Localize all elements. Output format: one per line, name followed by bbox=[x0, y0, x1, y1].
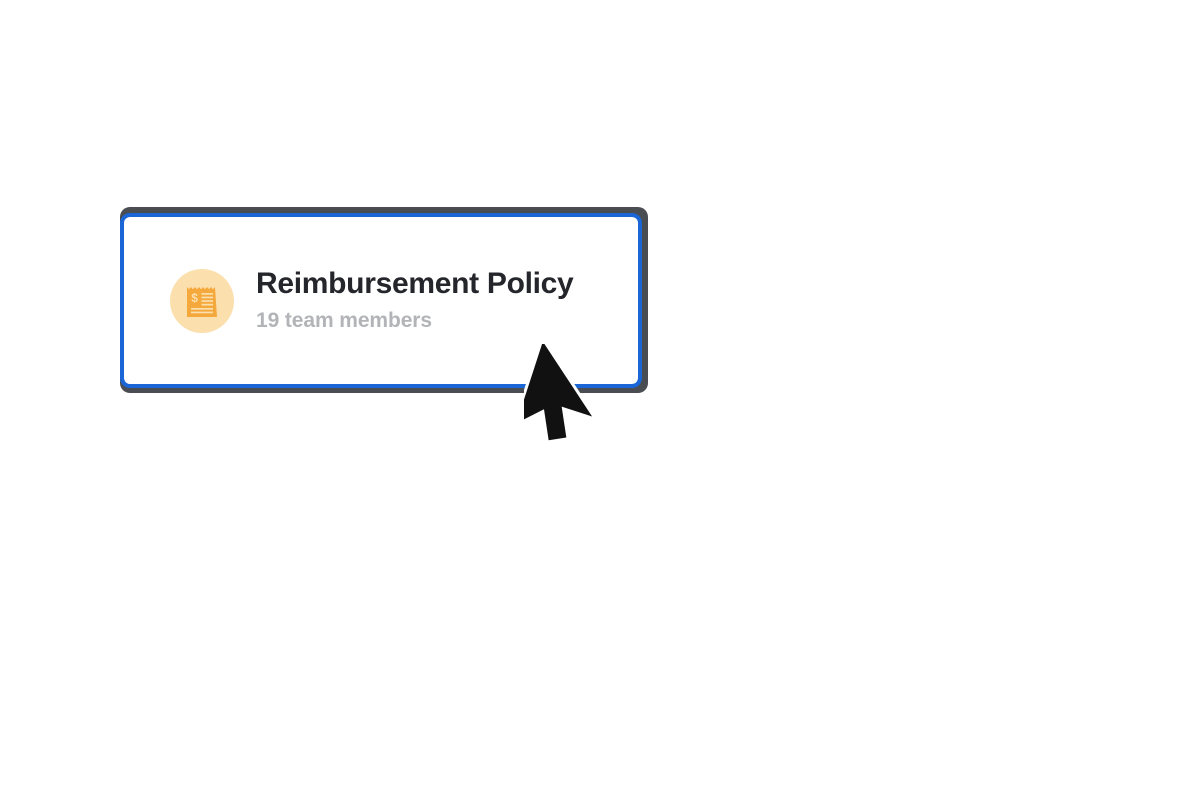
policy-card-reimbursement-policy[interactable]: $ Reimbursement Policy 19 team members bbox=[120, 213, 642, 388]
svg-text:$: $ bbox=[191, 291, 198, 305]
card-subtitle-member-count: 19 team members bbox=[256, 308, 432, 332]
card-content: $ Reimbursement Policy 19 team members bbox=[170, 266, 574, 334]
receipt-dollar-icon: $ bbox=[187, 284, 217, 318]
card-title: Reimbursement Policy bbox=[256, 266, 574, 300]
icon-badge: $ bbox=[170, 268, 234, 333]
card-text-block: Reimbursement Policy 19 team members bbox=[256, 266, 574, 334]
